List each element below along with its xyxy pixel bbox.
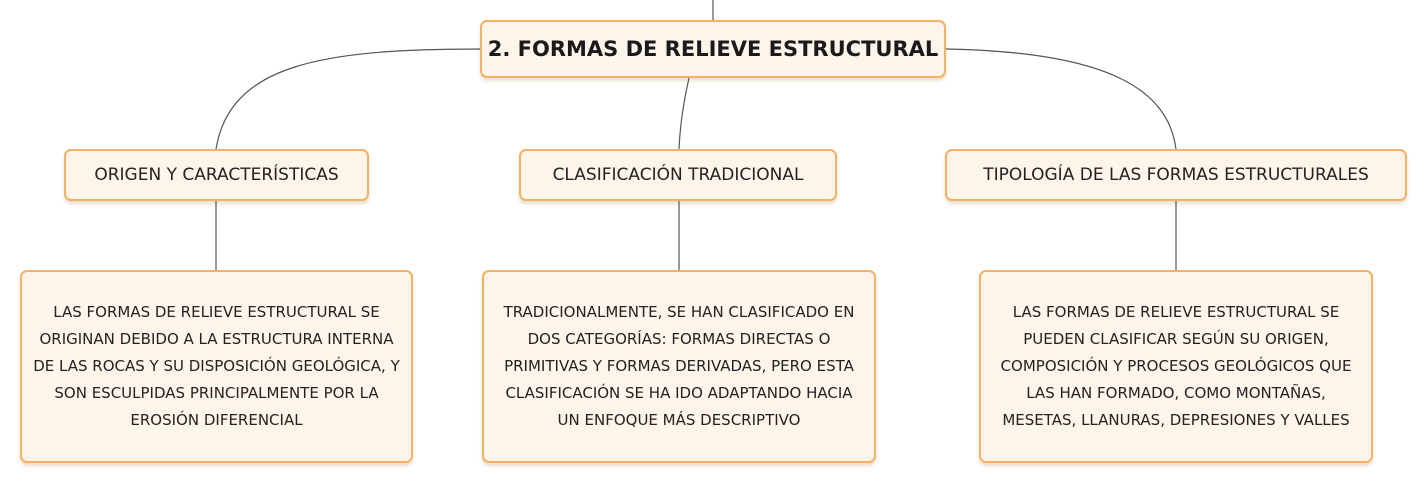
- subtopic-origen-label: ORIGEN Y CARACTERÍSTICAS: [94, 165, 339, 185]
- connector-root-to-origen: [215, 48, 481, 150]
- detail-clasificacion-node[interactable]: TRADICIONALMENTE, SE HAN CLASIFICADO EN …: [482, 270, 876, 463]
- root-topic-label: 2. FORMAS DE RELIEVE ESTRUCTURAL: [487, 37, 939, 61]
- subtopic-tipologia-node[interactable]: TIPOLOGÍA DE LAS FORMAS ESTRUCTURALES: [945, 149, 1407, 201]
- connector-root-to-tipologia: [945, 48, 1177, 150]
- connector-root-to-clasificacion: [678, 77, 690, 150]
- subtopic-origen-node[interactable]: ORIGEN Y CARACTERÍSTICAS: [64, 149, 369, 201]
- subtopic-clasificacion-label: CLASIFICACIÓN TRADICIONAL: [552, 165, 804, 185]
- detail-clasificacion-text: TRADICIONALMENTE, SE HAN CLASIFICADO EN …: [503, 303, 855, 429]
- detail-origen-node[interactable]: LAS FORMAS DE RELIEVE ESTRUCTURAL SE ORI…: [20, 270, 413, 463]
- subtopic-tipologia-label: TIPOLOGÍA DE LAS FORMAS ESTRUCTURALES: [983, 165, 1369, 185]
- detail-tipologia-text: LAS FORMAS DE RELIEVE ESTRUCTURAL SE PUE…: [1000, 303, 1352, 429]
- root-topic-node[interactable]: 2. FORMAS DE RELIEVE ESTRUCTURAL: [480, 20, 946, 78]
- detail-origen-text: LAS FORMAS DE RELIEVE ESTRUCTURAL SE ORI…: [33, 303, 400, 429]
- detail-tipologia-node[interactable]: LAS FORMAS DE RELIEVE ESTRUCTURAL SE PUE…: [979, 270, 1373, 463]
- subtopic-clasificacion-node[interactable]: CLASIFICACIÓN TRADICIONAL: [519, 149, 837, 201]
